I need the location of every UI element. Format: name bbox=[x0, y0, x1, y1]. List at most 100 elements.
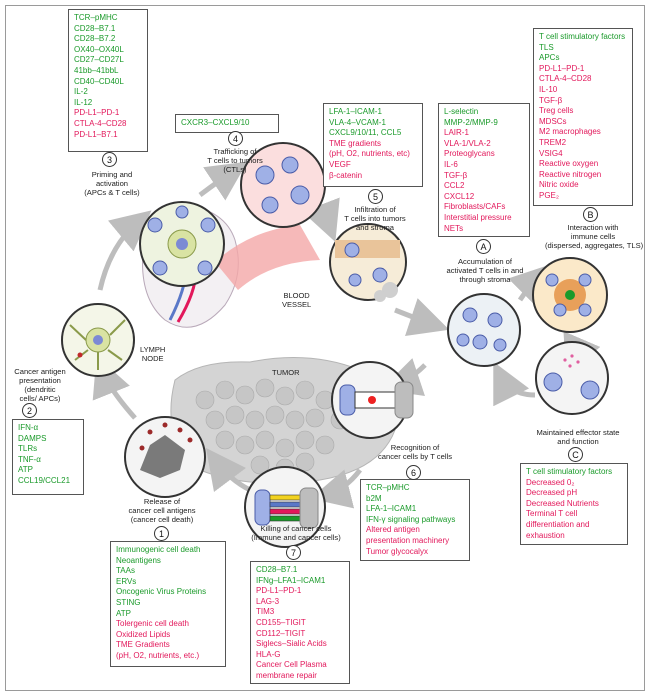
factor-item: CD28–B7.1 bbox=[74, 23, 116, 33]
caption-line: cancer cells by T cells bbox=[378, 452, 452, 461]
factor-item: Decreased pH bbox=[526, 488, 578, 498]
factor-item: Reactive oxygen bbox=[539, 159, 599, 169]
factor-item: differentiation and bbox=[526, 519, 590, 529]
step5-circle bbox=[329, 223, 407, 302]
factor-item: TCR–pMHC bbox=[74, 13, 118, 22]
factor-item: (pH, O2, nutrients, etc.) bbox=[116, 650, 200, 660]
factor-item: DAMPS bbox=[18, 433, 47, 443]
caption-line: Maintained effector state bbox=[536, 428, 620, 437]
factor-item: IL-6 bbox=[444, 159, 458, 169]
factor-item: Treg cells bbox=[539, 106, 574, 116]
factor-item: Nitric oxide bbox=[539, 180, 579, 190]
factor-item: MDSCs bbox=[539, 116, 567, 126]
caption-line: (dendritic bbox=[24, 385, 56, 394]
step4-circle bbox=[240, 142, 326, 228]
factor-item: ATP bbox=[18, 465, 33, 475]
factor-item: CTLA-4–CD28 bbox=[539, 74, 592, 84]
stepB-number: B bbox=[583, 207, 598, 222]
factor-item: VLA-1/VLA-2 bbox=[444, 138, 491, 148]
factor-item: Tolergenic cell death bbox=[116, 619, 189, 629]
factor-item: Reactive nitrogen bbox=[539, 169, 602, 179]
factor-item: HLA-G bbox=[256, 649, 281, 659]
factor-item: TIM3 bbox=[256, 607, 275, 617]
factor-item: STING bbox=[116, 597, 141, 607]
factor-item: TGF-β bbox=[444, 170, 468, 180]
factor-item: CD28–B7.2 bbox=[74, 34, 116, 44]
caption-line: (CTLs) bbox=[223, 165, 247, 174]
factor-item: TCR–pMHC bbox=[366, 483, 410, 492]
factor-item: IL-12 bbox=[74, 97, 93, 107]
factor-item: Neoantigens bbox=[116, 555, 161, 565]
figure-frame bbox=[5, 5, 645, 691]
step1-circle bbox=[124, 416, 206, 498]
step4-number: 4 bbox=[228, 131, 243, 146]
factor-item: membrane repair bbox=[256, 670, 317, 680]
factor-item: CCL2 bbox=[444, 181, 465, 191]
caption-line: presentation bbox=[19, 376, 61, 385]
factor-item: Oncogenic Virus Proteins bbox=[116, 587, 207, 597]
caption-line: Accumulation of bbox=[457, 257, 513, 266]
blood-vessel-label: BLOOD VESSEL bbox=[282, 291, 312, 309]
factor-item: LFA-1–ICAM-1 bbox=[329, 107, 382, 116]
caption-line: Cancer antigen bbox=[14, 367, 66, 376]
factor-item: T cell stimulatory factors bbox=[539, 32, 626, 41]
factor-item: CD155–TIGIT bbox=[256, 617, 306, 627]
stepC-number: C bbox=[568, 447, 583, 462]
factor-item: presentation machinery bbox=[366, 535, 450, 545]
factor-item: CCL19/CCL21 bbox=[18, 475, 71, 485]
factor-item: PGE₂ bbox=[539, 190, 559, 200]
factor-item: LAG-3 bbox=[256, 596, 280, 606]
factor-item: OX40–OX40L bbox=[74, 44, 124, 54]
factor-item: CD112–TIGIT bbox=[256, 628, 306, 638]
factor-item: IFN-γ signaling pathways bbox=[366, 514, 456, 524]
factor-item: Interstitial pressure bbox=[444, 212, 512, 222]
factor-item: MMP-2/MMP-9 bbox=[444, 117, 498, 127]
step5-number: 5 bbox=[368, 189, 383, 204]
caption-line: T cells into tumors bbox=[344, 214, 406, 223]
factor-item: NETs bbox=[444, 223, 464, 233]
factor-item: T cell stimulatory factors bbox=[526, 467, 613, 476]
factor-item: IFN-α bbox=[18, 423, 39, 432]
factor-item: TLS bbox=[539, 42, 554, 52]
factor-item: CD40–CD40L bbox=[74, 76, 124, 86]
factor-item: CXCL9/10/11, CCL5 bbox=[329, 128, 402, 138]
factor-item: LFA-1–ICAM1 bbox=[366, 504, 417, 514]
factor-item: CD27–CD27L bbox=[74, 55, 124, 65]
factor-item: IL-10 bbox=[539, 84, 558, 94]
factor-item: L-selectin bbox=[444, 107, 479, 116]
caption-line: (Immune and cancer cells) bbox=[251, 533, 341, 542]
factor-item: TNF-α bbox=[18, 454, 41, 464]
step2-circle bbox=[61, 303, 135, 377]
caption-line: activation bbox=[95, 179, 129, 188]
factor-item: M2 macrophages bbox=[539, 127, 601, 137]
step7-caption: Killing of cancer cells(Immune and cance… bbox=[246, 524, 346, 542]
step3-number: 3 bbox=[102, 152, 117, 167]
caption-line: cancer cell antigens bbox=[128, 506, 196, 515]
caption-line: Recognition of bbox=[390, 443, 440, 452]
factor-item: PD-L1–B7.1 bbox=[74, 129, 118, 139]
factor-item: TAAs bbox=[116, 566, 135, 576]
caption-line: through stroma bbox=[459, 275, 511, 284]
factor-item: VLA-4–VCAM-1 bbox=[329, 117, 386, 127]
lymph-node-label: LYMPH NODE bbox=[140, 345, 166, 363]
caption-line: T cells to tumors bbox=[207, 156, 263, 165]
caption-line: (dispersed, aggregates, TLS) bbox=[545, 241, 644, 250]
factor-item: PD-L1–PD-1 bbox=[539, 63, 585, 73]
factor-item: APCs bbox=[539, 53, 560, 63]
caption-line: and stroma bbox=[356, 223, 394, 232]
step6-number: 6 bbox=[406, 465, 421, 480]
tumor-label: TUMOR bbox=[272, 368, 300, 377]
factor-item: b2M bbox=[366, 493, 382, 503]
factor-item: Oxidized Lipids bbox=[116, 629, 171, 639]
